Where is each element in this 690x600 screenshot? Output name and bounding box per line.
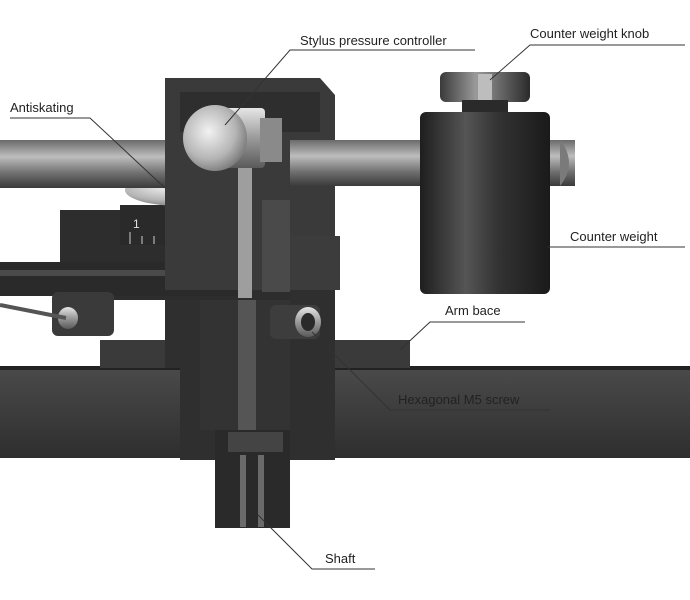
plinth-left — [0, 368, 180, 458]
column-highlight — [238, 300, 256, 430]
arm-lift-block — [52, 292, 114, 336]
shaft-slot-1 — [240, 455, 246, 527]
side-block — [290, 236, 340, 290]
label-shaft: Shaft — [325, 551, 356, 566]
label-hexagonal-screw: Hexagonal M5 screw — [398, 392, 520, 407]
leader-stylus-pressure — [224, 49, 475, 126]
leader-counter-weight-knob — [489, 44, 685, 81]
label-stylus-pressure-controller: Stylus pressure controller — [300, 33, 447, 48]
left-platform-edge — [0, 270, 200, 276]
leader-hexagonal-screw — [311, 331, 550, 411]
plinth-right — [330, 368, 690, 458]
counter-weight — [420, 112, 550, 294]
shaft-slot-2 — [258, 455, 264, 527]
arm-tube-end-cap — [560, 140, 569, 186]
leader-arm-base — [399, 321, 525, 351]
dial-number-1: 1 — [133, 217, 140, 231]
lift-lever-rod — [0, 303, 67, 320]
label-counter-weight-knob: Counter weight knob — [530, 26, 650, 41]
internal-bearing — [262, 200, 290, 292]
leader-antiskating — [10, 117, 166, 189]
counter-weight-knob — [440, 72, 530, 112]
label-counter-weight: Counter weight — [570, 229, 658, 244]
shaft-collar — [228, 432, 283, 452]
leader-shaft — [257, 514, 375, 570]
internal-pin — [238, 168, 252, 298]
label-antiskating: Antiskating — [10, 100, 74, 115]
stylus-pressure-knob — [183, 105, 282, 171]
label-arm-base: Arm bace — [445, 303, 501, 318]
hexagonal-m5-screw — [270, 305, 321, 339]
